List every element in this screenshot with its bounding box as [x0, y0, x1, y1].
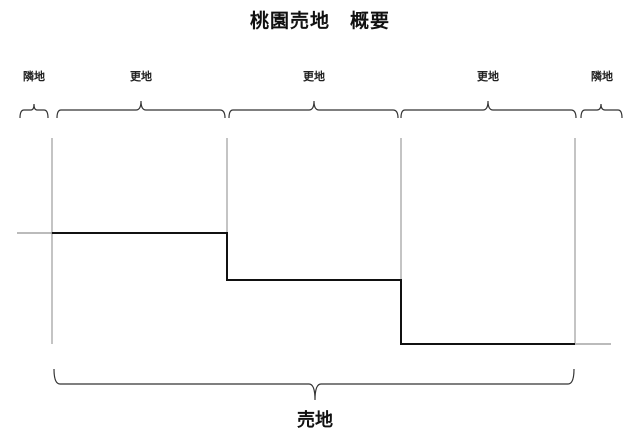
top-braces — [19, 100, 623, 119]
brace-neighbor-right — [580, 103, 623, 119]
bottom-label-for-sale: 売地 — [297, 410, 333, 431]
brace-for-sale — [53, 368, 575, 401]
diagram-title: 桃園売地 概要 — [249, 10, 390, 32]
segment-label-vacant-1: 更地 — [130, 70, 152, 83]
segment-label-neighbor-left: 隣地 — [23, 70, 45, 83]
brace-neighbor-left — [19, 103, 49, 119]
boundary-lines — [51, 138, 576, 344]
brace-vacant-1 — [56, 100, 226, 119]
land-profile-line — [52, 232, 575, 345]
segment-label-vacant-3: 更地 — [477, 70, 499, 83]
segment-label-neighbor-right: 隣地 — [591, 70, 613, 83]
brace-vacant-2 — [228, 100, 399, 119]
brace-vacant-3 — [400, 100, 577, 119]
segment-label-vacant-2: 更地 — [303, 70, 325, 83]
